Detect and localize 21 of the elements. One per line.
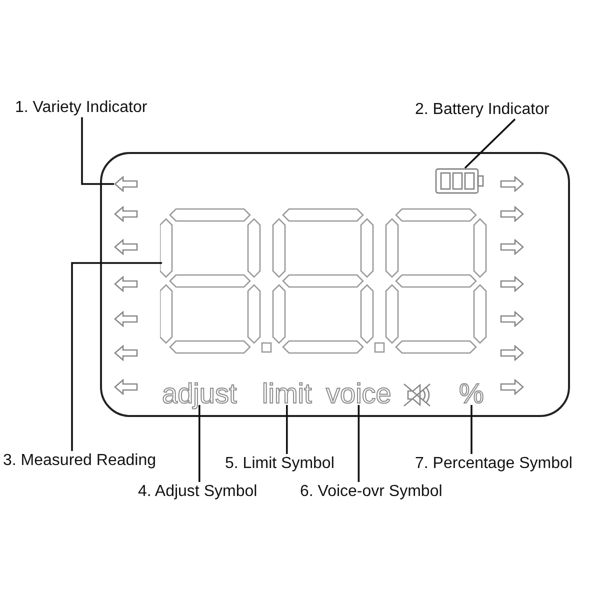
callout-label: 3. Measured Reading bbox=[3, 451, 156, 470]
lcd-symbol-text: % bbox=[459, 380, 484, 408]
leader-line bbox=[358, 405, 360, 482]
lcd-symbol-text: limit bbox=[262, 380, 312, 408]
leader-line bbox=[71, 262, 162, 451]
leader-line bbox=[464, 118, 516, 169]
leader-line bbox=[198, 405, 200, 482]
lcd-display-frame bbox=[100, 152, 570, 417]
leader-line bbox=[470, 405, 472, 454]
arrow-icon bbox=[114, 176, 138, 192]
callout-label: 7. Percentage Symbol bbox=[415, 454, 572, 474]
leader-line bbox=[286, 405, 288, 454]
lcd-symbol-text: voice bbox=[326, 380, 392, 408]
lcd-symbol-text: adjust bbox=[162, 380, 237, 408]
leader-line bbox=[81, 117, 114, 185]
callout-label: 6. Voice-ovr Symbol bbox=[300, 482, 442, 502]
callout-label: 1. Variety Indicator bbox=[15, 98, 148, 118]
callout-label: 2. Battery Indicator bbox=[415, 100, 550, 120]
callout-label: 4. Adjust Symbol bbox=[138, 482, 258, 502]
battery-icon bbox=[435, 168, 485, 194]
callout-label: 5. Limit Symbol bbox=[225, 454, 334, 474]
